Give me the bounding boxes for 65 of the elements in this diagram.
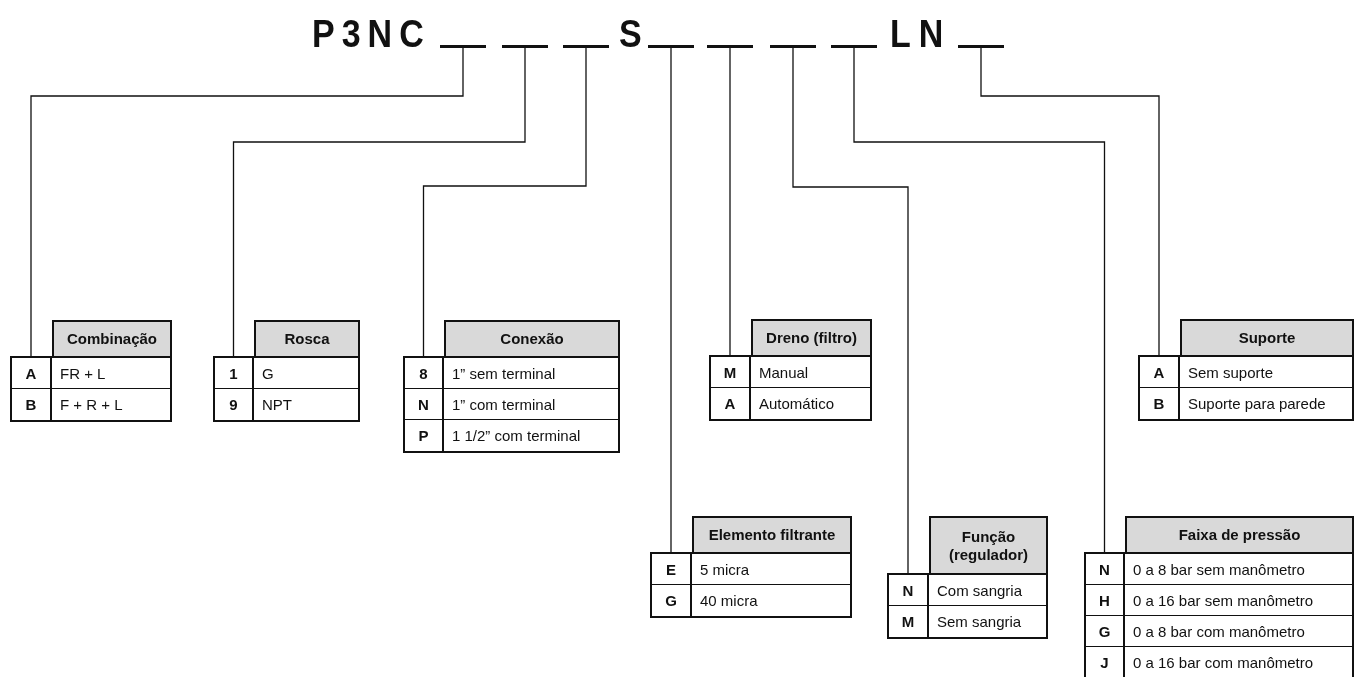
option-description: F + R + L (59, 395, 123, 415)
option-code: G (1086, 616, 1125, 646)
blank-underline (440, 45, 486, 48)
table-header: Elemento filtrante (692, 516, 852, 552)
blank-underline (648, 45, 694, 48)
option-description: FR + L (59, 363, 106, 384)
blank-underline (563, 45, 609, 48)
leader-line (232, 47, 526, 357)
option-code: A (711, 388, 751, 419)
option-code: B (12, 389, 52, 420)
option-code: A (12, 358, 52, 388)
option-code: N (889, 575, 929, 605)
model-code-text: S (619, 14, 642, 54)
option-description: 0 a 16 bar com manômetro (1132, 653, 1314, 673)
option-description: 0 a 16 bar sem manômetro (1132, 590, 1314, 611)
option-description: 1 1/2” com terminal (451, 426, 581, 446)
option-code: N (405, 389, 444, 419)
model-code-text: LN (890, 14, 952, 54)
option-code: G (652, 585, 692, 616)
leader-line (792, 47, 909, 574)
option-description: NPT (261, 395, 292, 415)
table-header: Combinação (52, 320, 172, 356)
option-description: 5 micra (699, 559, 750, 580)
leader-line (30, 47, 464, 357)
option-code: M (889, 606, 929, 637)
option-description: G (261, 363, 274, 384)
option-description: 1” sem terminal (451, 363, 556, 384)
option-code: 9 (215, 389, 254, 420)
option-description: Sem sangria (936, 612, 1022, 632)
option-description: 1” com terminal (451, 394, 556, 415)
leader-line (853, 47, 1106, 553)
option-code: N (1086, 554, 1125, 584)
option-description: 40 micra (699, 591, 758, 611)
option-code: 1 (215, 358, 254, 388)
option-code: H (1086, 585, 1125, 615)
option-code: M (711, 357, 751, 387)
option-description: 0 a 8 bar sem manômetro (1132, 559, 1305, 580)
option-description: Automático (758, 394, 835, 414)
option-code: 8 (405, 358, 444, 388)
option-description: Manual (758, 362, 809, 383)
option-code: P (405, 420, 444, 451)
blank-underline (958, 45, 1004, 48)
leader-line (422, 47, 587, 357)
model-code-text: P3NC (312, 14, 431, 54)
blank-underline (502, 45, 548, 48)
table-header: Faixa de pressão (1125, 516, 1354, 552)
blank-underline (770, 45, 816, 48)
table-header: Função (regulador) (929, 516, 1048, 573)
table-header: Dreno (filtro) (751, 319, 872, 355)
leader-line (980, 47, 1160, 356)
table-header: Conexão (444, 320, 620, 356)
leader-line (670, 47, 672, 553)
option-description: Com sangria (936, 580, 1023, 601)
blank-underline (707, 45, 753, 48)
option-description: Suporte para parede (1187, 394, 1326, 414)
option-code: J (1086, 647, 1125, 677)
option-description: Sem suporte (1187, 362, 1274, 383)
option-code: A (1140, 357, 1180, 387)
option-code: E (652, 554, 692, 584)
blank-underline (831, 45, 877, 48)
option-code: B (1140, 388, 1180, 419)
leader-line (729, 47, 731, 356)
table-header: Rosca (254, 320, 360, 356)
table-header: Suporte (1180, 319, 1354, 355)
option-description: 0 a 8 bar com manômetro (1132, 621, 1305, 642)
